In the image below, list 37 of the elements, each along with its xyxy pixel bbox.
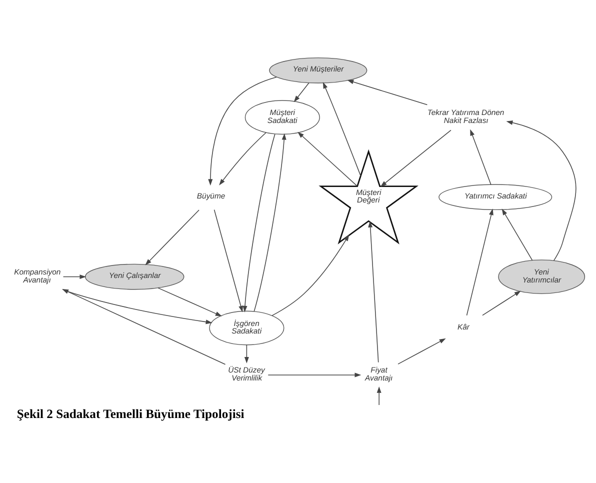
arrow	[368, 220, 379, 363]
arrow	[62, 274, 86, 280]
arrow	[298, 132, 358, 187]
arrow	[254, 133, 286, 312]
node-text: Fiyat Avantajı	[365, 366, 393, 382]
node-ellipse: Yeni Yatırımcılar	[498, 260, 586, 294]
arrow	[214, 209, 243, 312]
arrow	[347, 80, 428, 106]
node-ellipse: Müşteri Sadakati	[244, 100, 320, 135]
arrow	[244, 344, 249, 364]
node-text: ÜSt Düzey Verimlilik	[228, 366, 265, 382]
arrow	[62, 288, 226, 365]
arrow	[242, 134, 276, 312]
arrow	[470, 129, 492, 185]
arrow	[294, 82, 310, 102]
arrow	[145, 210, 200, 266]
node-text: Tekrar Yatırıma Dönen Nakit Fazlası	[427, 108, 504, 125]
node-text: Kâr	[458, 322, 470, 332]
arrow	[398, 338, 446, 364]
arrow	[466, 208, 494, 316]
arrow	[158, 288, 222, 316]
arrow	[62, 289, 212, 324]
caption: Şekil 2 Sadakat Temelli Büyüme Tipolojisi	[16, 406, 244, 421]
arrow	[506, 120, 576, 261]
node-text: Kompansiyon Avantajı	[14, 268, 61, 284]
arrow	[272, 234, 350, 316]
arrow	[322, 82, 362, 176]
node-ellipse: Yeni Çalışanlar	[84, 264, 184, 290]
node-text: Büyüme	[196, 191, 226, 200]
arrow	[208, 76, 277, 186]
arrow	[219, 132, 266, 186]
arrow	[502, 208, 533, 261]
arrow	[376, 386, 382, 406]
arrow	[380, 130, 452, 187]
node-ellipse: Yatırımcı Sadakati	[438, 184, 552, 210]
arrow	[268, 372, 362, 378]
arrow	[482, 290, 521, 316]
